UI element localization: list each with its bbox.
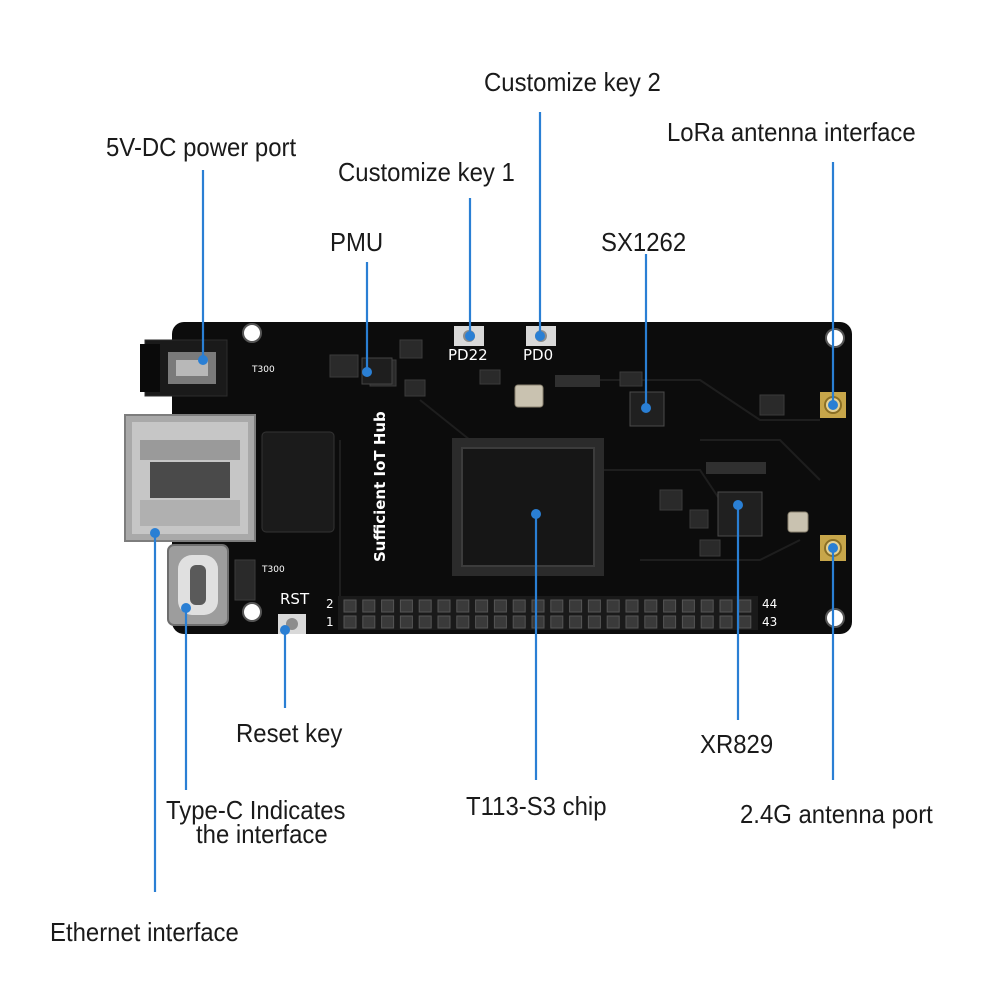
header-pin xyxy=(531,599,545,613)
header-pin xyxy=(362,599,376,613)
dot-xr829 xyxy=(733,500,743,510)
header-pin xyxy=(606,599,620,613)
dot-sx1262 xyxy=(641,403,651,413)
label-lora-antenna: LoRa antenna interface xyxy=(667,117,916,147)
dot-key2 xyxy=(535,331,545,341)
header-pin xyxy=(456,599,470,613)
header-pin xyxy=(587,615,601,629)
ethernet-transformer xyxy=(261,431,335,533)
label-pmu: PMU xyxy=(330,227,384,257)
header-pin xyxy=(418,599,432,613)
header-pin xyxy=(550,615,564,629)
header-pin xyxy=(606,615,620,629)
header-pin xyxy=(475,615,489,629)
small-header-2 xyxy=(706,462,766,474)
dot-24g xyxy=(828,543,838,553)
key1-silkscreen: PD22 xyxy=(448,346,488,364)
header-pin xyxy=(493,615,507,629)
pin-44-silkscreen: 44 xyxy=(762,597,777,611)
header-pin xyxy=(625,615,639,629)
header-pin xyxy=(663,599,677,613)
ethernet-port xyxy=(124,414,256,542)
label-xr829: XR829 xyxy=(700,729,774,759)
label-t113-chip: T113-S3 chip xyxy=(466,791,607,821)
header-pin xyxy=(738,615,752,629)
crystal-2 xyxy=(787,511,809,533)
header-pin xyxy=(399,599,413,613)
header-pin xyxy=(681,599,695,613)
header-pin xyxy=(700,615,714,629)
dot-type-c xyxy=(181,603,191,613)
header-pin xyxy=(569,599,583,613)
header-pin xyxy=(663,615,677,629)
mounting-holes xyxy=(242,323,845,628)
dot-power xyxy=(198,355,208,365)
usb-type-c-port xyxy=(167,544,229,626)
crystal xyxy=(514,384,544,408)
reset-silkscreen: RST xyxy=(280,590,310,608)
header-pin xyxy=(399,615,413,629)
small-header xyxy=(555,375,600,387)
label-power-port: 5V-DC power port xyxy=(106,132,297,162)
pin-header xyxy=(338,596,758,630)
header-pin xyxy=(493,599,507,613)
t300-silkscreen-b: T300 xyxy=(261,565,285,575)
dot-key1 xyxy=(465,331,475,341)
header-pin xyxy=(343,615,357,629)
label-24g-antenna: 2.4G antenna port xyxy=(740,799,933,829)
header-pin xyxy=(456,615,470,629)
label-customize-key-1: Customize key 1 xyxy=(338,157,515,187)
pin-1-silkscreen: 1 xyxy=(326,615,334,629)
header-pin xyxy=(475,599,489,613)
label-ethernet: Ethernet interface xyxy=(50,917,239,947)
header-pin xyxy=(362,615,376,629)
header-pin xyxy=(531,615,545,629)
header-pin xyxy=(587,599,601,613)
header-pin xyxy=(644,599,658,613)
header-pin xyxy=(381,615,395,629)
pin-43-silkscreen: 43 xyxy=(762,615,777,629)
label-customize-key-2: Customize key 2 xyxy=(484,67,661,97)
dot-lora xyxy=(828,400,838,410)
header-pin xyxy=(437,599,451,613)
header-pin xyxy=(700,599,714,613)
key2-silkscreen: PD0 xyxy=(523,346,553,364)
header-pin xyxy=(418,615,432,629)
brand-silkscreen: Sufficient IoT Hub xyxy=(371,411,389,562)
label-sx1262: SX1262 xyxy=(601,227,687,257)
dot-reset xyxy=(280,625,290,635)
header-pin xyxy=(738,599,752,613)
header-pin xyxy=(569,615,583,629)
dot-pmu xyxy=(362,367,372,377)
header-pin xyxy=(512,615,526,629)
dot-t113 xyxy=(531,509,541,519)
header-pin xyxy=(381,599,395,613)
header-pin xyxy=(550,599,564,613)
pcb-traces xyxy=(339,379,821,600)
leader-dots xyxy=(150,331,838,635)
header-pin xyxy=(719,615,733,629)
xr829-chip xyxy=(717,491,763,537)
label-type-c-line2: the interface xyxy=(196,819,328,849)
dc-power-jack xyxy=(140,339,228,397)
header-pin xyxy=(644,615,658,629)
dot-ethernet xyxy=(150,528,160,538)
header-pin xyxy=(719,599,733,613)
header-pin xyxy=(681,615,695,629)
header-pin xyxy=(437,615,451,629)
header-pin xyxy=(343,599,357,613)
t300-silkscreen-a: T300 xyxy=(251,365,275,375)
header-pin xyxy=(512,599,526,613)
label-type-c-line1: Type-C Indicates xyxy=(166,795,346,825)
label-reset-key: Reset key xyxy=(236,718,343,748)
t113-s3-chip xyxy=(452,438,604,576)
header-pin xyxy=(625,599,639,613)
leader-lines xyxy=(153,112,835,892)
pin-2-silkscreen: 2 xyxy=(326,597,334,611)
